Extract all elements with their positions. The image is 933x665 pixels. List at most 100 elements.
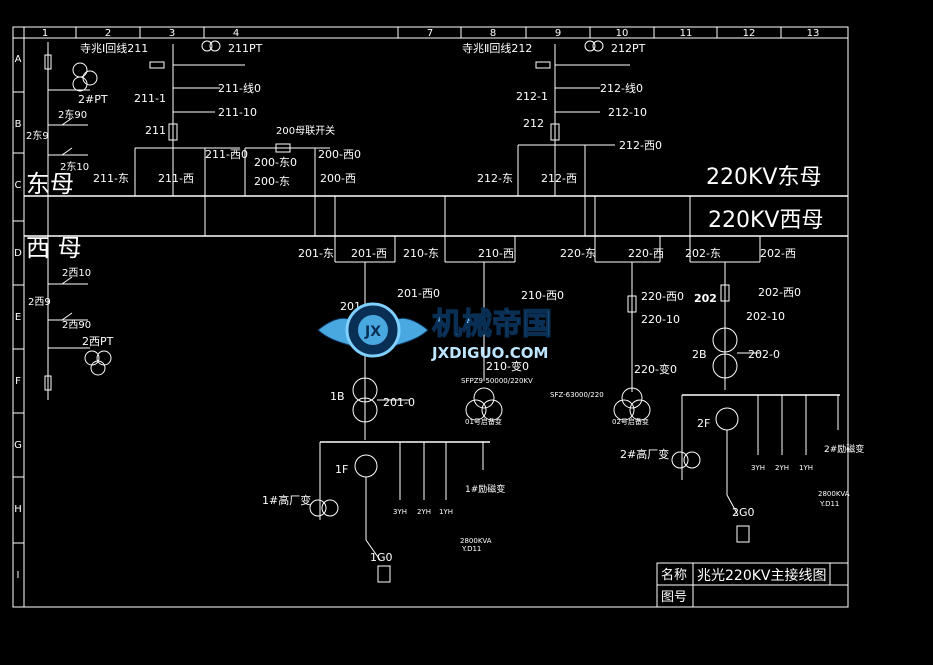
sw-211-1: 211-1 — [134, 92, 166, 105]
sw-212-west: 212-西 — [541, 172, 577, 185]
title-block: 名称 兆光220KV主接线图 图号 — [656, 562, 849, 608]
line2-name: 寺兆Ⅱ回线212 — [462, 41, 532, 55]
sw-202-10: 202-10 — [746, 310, 785, 323]
grid-row-F: F — [15, 376, 21, 387]
bay-220: 220-东 220-西 220-西0 220-10 220-变0 SFZ-630… — [550, 196, 684, 426]
grid-column-2: 2 — [105, 28, 111, 39]
bus-coupler-200: 200母联开关 200-东0 200-西0 200-东 200-西 — [244, 124, 361, 236]
exciter-1-spec: 2800KVA — [460, 537, 492, 545]
watermark-emblem: JX — [364, 324, 381, 340]
sw-211-10: 211-10 — [218, 106, 257, 119]
east-bus-label-left: 东母 — [26, 170, 74, 198]
west-bus-label-left: 西 母 — [26, 234, 82, 262]
line1-pt: 211PT — [228, 42, 263, 55]
grid-column-10: 10 — [616, 28, 629, 39]
grid-column-1: 1 — [42, 28, 48, 39]
sw-211-line0: 211-线0 — [218, 81, 261, 95]
sw-202-west0: 202-西0 — [758, 286, 801, 299]
standby-t1-model: SFPZ9-50000/220KV — [461, 377, 533, 385]
pt-west-label: 2西PT — [82, 335, 114, 348]
sw-200-east: 200-东 — [254, 175, 290, 188]
coupler-name: 200母联开关 — [276, 124, 335, 137]
line1-name: 寺兆Ⅰ回线211 — [80, 41, 148, 55]
house-transformer-1: 1#高厂变 — [262, 493, 311, 507]
grid-row-E: E — [15, 312, 21, 323]
sw-220-west: 220-西 — [628, 247, 664, 260]
sw-202-west: 202-西 — [760, 247, 796, 260]
grid-column-9: 9 — [555, 28, 561, 39]
g1-pt2: 2YH — [417, 508, 431, 516]
grid-row-B: B — [15, 119, 22, 130]
exciter-2-spec: 2800KVA — [818, 490, 850, 498]
grid-column-7: 7 — [427, 28, 433, 39]
g2-pt1: 1YH — [799, 464, 813, 472]
standby-t2-model: SFZ-63000/220 — [550, 391, 604, 399]
east10-label: 2东10 — [60, 160, 89, 173]
line-211-bay: 寺兆Ⅰ回线211 211PT 211-1 211-线0 211-10 211 2… — [80, 40, 263, 236]
sw-202-east: 202-东 — [685, 247, 721, 260]
grid-row-A: A — [15, 54, 22, 65]
g1-pt1: 1YH — [439, 508, 453, 516]
sw-220-west0: 220-西0 — [641, 290, 684, 303]
pt-east-label: 2#PT — [78, 93, 108, 106]
sw-201-west0: 201-西0 — [397, 287, 440, 300]
grid-row-I: I — [17, 570, 20, 581]
watermark: JX 机械帝国 JXDIGUO.COM — [317, 302, 553, 362]
exciter-2: 2#励磁变 — [824, 443, 864, 455]
west-bus-label-right: 220KV西母 — [708, 208, 823, 233]
sw-211-west: 211-西 — [158, 172, 194, 185]
sw-210-west0: 210-西0 — [521, 289, 564, 302]
grid-row-C: C — [15, 180, 22, 191]
exciter-2-conn: Y.D11 — [819, 500, 839, 508]
watermark-title: 机械帝国 — [432, 307, 552, 342]
sw-210-east: 210-东 — [403, 247, 439, 260]
ground-2G0: 2G0 — [732, 506, 755, 519]
sw-200-west0: 200-西0 — [318, 148, 361, 161]
west9-label: 2西9 — [28, 297, 51, 308]
grid-column-8: 8 — [490, 28, 496, 39]
east90-label: 2东90 — [58, 108, 87, 121]
g2-pt2: 2YH — [775, 464, 789, 472]
sw-212-east: 212-东 — [477, 172, 513, 185]
line2-pt: 212PT — [611, 42, 646, 55]
sw-211-west0: 211-西0 — [205, 148, 248, 161]
breaker-202: 202 — [694, 292, 717, 305]
line-212-bay: 寺兆Ⅱ回线212 212PT 212-线0 212-1 212-10 212 2… — [462, 40, 662, 236]
bay-201: 201-东 201-西 201-西0 201-0 1B 201 — [298, 196, 440, 440]
left-pt-section: 2#PT 2东90 2东9 2东10 2西10 2西9 2西90 2西PT — [26, 42, 114, 400]
grid-column-3: 3 — [169, 28, 175, 39]
exciter-1-conn: Y.D11 — [461, 545, 481, 553]
grid-column-4: 4 — [233, 28, 239, 39]
house-transformer-2: 2#高厂变 — [620, 447, 669, 461]
watermark-subtitle: JXDIGUO.COM — [431, 344, 548, 362]
g2-pt3: 3YH — [751, 464, 765, 472]
sw-210-trans0: 210-变0 — [486, 359, 529, 373]
transformer-1B: 1B — [330, 390, 345, 403]
sw-201-west: 201-西 — [351, 247, 387, 260]
title-name-label: 名称 — [661, 567, 687, 583]
sw-210-west: 210-西 — [478, 247, 514, 260]
sw-200-west: 200-西 — [320, 172, 356, 185]
ground-1G0: 1G0 — [370, 551, 393, 564]
outer-frame — [12, 26, 849, 608]
breaker-212: 212 — [523, 117, 544, 130]
sw-211-east: 211-东 — [93, 172, 129, 185]
west90-label: 2西90 — [62, 320, 91, 331]
sw-220-trans0: 220-变0 — [634, 362, 677, 376]
bay-210: 210-东 210-西 210-西0 210-变0 SFPZ9-50000/22… — [403, 196, 564, 426]
exciter-1: 1#励磁变 — [465, 483, 505, 495]
standby-t1-name: 01号启备变 — [465, 417, 502, 426]
grid-column-12: 12 — [743, 28, 756, 39]
sw-220-east: 220-东 — [560, 247, 596, 260]
sw-212-1: 212-1 — [516, 90, 548, 103]
sw-220-10: 220-10 — [641, 313, 680, 326]
east9-label: 2东9 — [26, 129, 49, 142]
grid-row-G: G — [14, 440, 22, 451]
west10-label: 2西10 — [62, 268, 91, 279]
sw-201-0: 201-0 — [383, 396, 415, 409]
grid-column-11: 11 — [680, 28, 693, 39]
sw-202-0: 202-0 — [748, 348, 780, 361]
sw-212-10: 212-10 — [608, 106, 647, 119]
sw-212-west0: 212-西0 — [619, 139, 662, 152]
